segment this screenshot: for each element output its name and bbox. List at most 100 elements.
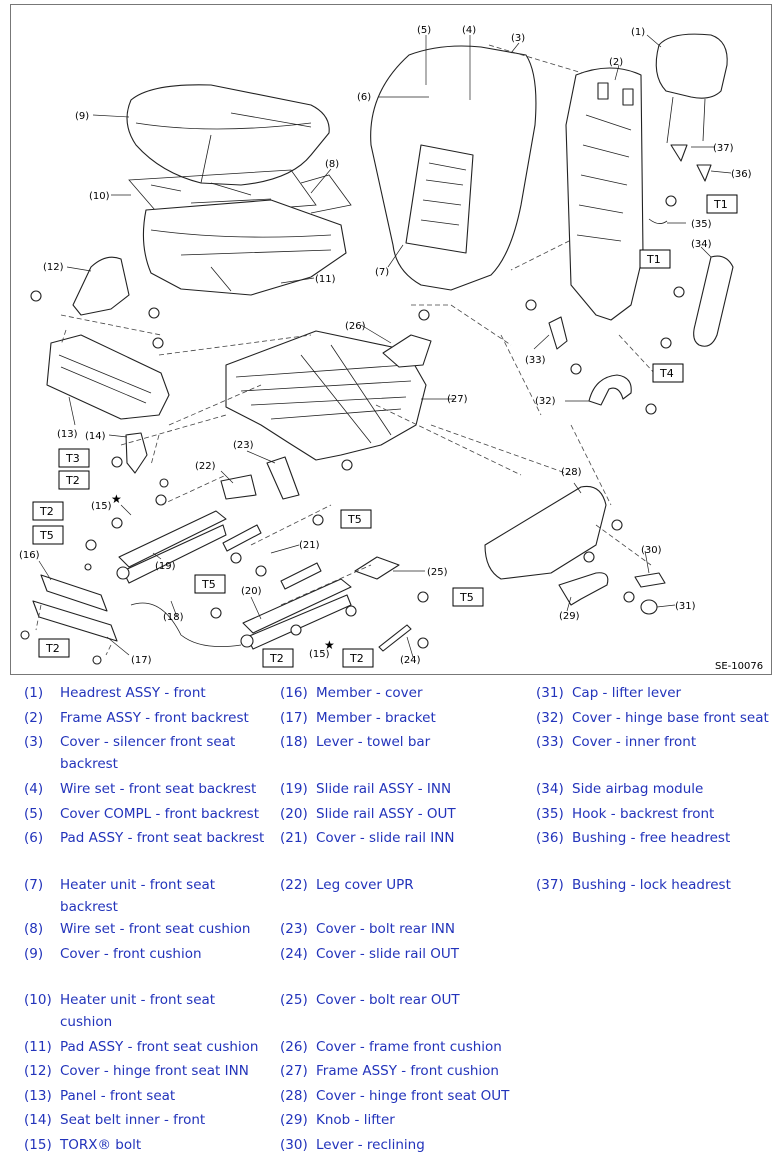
callout-24: (24) bbox=[400, 655, 421, 666]
legend-number: (30) bbox=[280, 1137, 308, 1153]
legend-number: (4) bbox=[24, 781, 44, 797]
torque-tag-t2-rail-out-a: T2 bbox=[262, 648, 294, 668]
backrest-pad-shape bbox=[370, 45, 537, 291]
towel-bar-lever-shape bbox=[130, 602, 242, 647]
inner-cover-shape bbox=[548, 316, 568, 350]
legend-part-name: Cover COMPL - front backrest bbox=[60, 806, 260, 822]
svg-text:T2: T2 bbox=[45, 642, 60, 655]
lifter-knob-shape bbox=[558, 572, 609, 606]
callout-33: (33) bbox=[525, 355, 546, 366]
legend-number: (7) bbox=[24, 877, 44, 893]
legend-number: (31) bbox=[536, 685, 564, 701]
legend-part-name: Cover - frame front cushion bbox=[316, 1039, 502, 1055]
star-marker-inn: ★ bbox=[111, 492, 122, 506]
callout-16: (16) bbox=[19, 550, 40, 561]
callout-23: (23) bbox=[233, 440, 254, 451]
legend-part-name: Cover - bolt rear INN bbox=[316, 921, 456, 937]
legend-number: (28) bbox=[280, 1088, 308, 1104]
legend-part-name: Heater unit - front seat backrest bbox=[60, 877, 216, 915]
legend-part-name: Cover - hinge front seat INN bbox=[60, 1063, 249, 1079]
callout-17: (17) bbox=[131, 655, 152, 666]
callout-21: (21) bbox=[299, 540, 320, 551]
legend-part-name: Knob - lifter bbox=[316, 1112, 395, 1128]
callout-20: (20) bbox=[241, 586, 262, 597]
slide-rail-inn-shape bbox=[116, 510, 227, 584]
callout-1: (1) bbox=[631, 27, 645, 38]
callout-13: (13) bbox=[57, 429, 78, 440]
cushion-frame-shape bbox=[225, 330, 427, 461]
callout-36: (36) bbox=[731, 169, 752, 180]
legend-part-name: Wire set - front seat backrest bbox=[60, 781, 257, 797]
legend-part-name: Frame ASSY - front backrest bbox=[60, 710, 249, 726]
legend-part-name: Slide rail ASSY - OUT bbox=[316, 806, 456, 822]
callout-27: (27) bbox=[447, 394, 468, 405]
callout-26: (26) bbox=[345, 321, 366, 332]
torque-tag-t1-lower: T1 bbox=[639, 249, 671, 269]
callout-30: (30) bbox=[641, 545, 662, 556]
svg-text:T2: T2 bbox=[65, 474, 80, 487]
torque-tag-t4: T4 bbox=[652, 363, 684, 383]
legend-part-name: Side airbag module bbox=[572, 781, 704, 797]
slide-rail-out-shape bbox=[240, 578, 352, 650]
callout-10: (10) bbox=[89, 191, 110, 202]
svg-text:T3: T3 bbox=[65, 452, 80, 465]
legend-part-name: Seat belt inner - front bbox=[60, 1112, 206, 1128]
legend-number: (17) bbox=[280, 710, 308, 726]
callout-28: (28) bbox=[561, 467, 582, 478]
torque-tag-t3: T3 bbox=[58, 448, 90, 468]
exploded-parts-diagram: (1) (2) (3) (4) (5) (6) (7) (8) (9) (10)… bbox=[10, 4, 772, 675]
legend-number: (3) bbox=[24, 734, 44, 750]
legend-part-name: Bushing - free headrest bbox=[572, 830, 731, 846]
svg-text:T1: T1 bbox=[646, 253, 661, 266]
callout-3: (3) bbox=[511, 33, 525, 44]
legend-part-name: Lever - reclining bbox=[316, 1137, 425, 1153]
callout-32: (32) bbox=[535, 396, 556, 407]
svg-text:T5: T5 bbox=[459, 591, 474, 604]
star-marker-out: ★ bbox=[324, 638, 335, 652]
legend-number: (35) bbox=[536, 806, 564, 822]
side-airbag-shape bbox=[693, 255, 734, 347]
hinge-base-cover-shape bbox=[588, 374, 632, 406]
backrest-frame-shape bbox=[565, 67, 644, 321]
legend-part-name: Heater unit - front seat cushion bbox=[60, 992, 216, 1030]
legend-number: (21) bbox=[280, 830, 308, 846]
svg-text:T2: T2 bbox=[39, 505, 54, 518]
legend-number: (22) bbox=[280, 877, 308, 893]
callout-15b: (15) bbox=[309, 649, 330, 660]
lifter-cap-shape bbox=[640, 599, 658, 615]
callout-34: (34) bbox=[691, 239, 712, 250]
frame-cover-shape bbox=[382, 334, 432, 368]
slide-rail-cover-out-shape bbox=[378, 624, 412, 652]
torque-tag-t2-belt: T2 bbox=[58, 470, 90, 490]
torque-tag-t5-bolt-rear: T5 bbox=[340, 509, 372, 529]
legend-number: (8) bbox=[24, 921, 44, 937]
legend-number: (29) bbox=[280, 1112, 308, 1128]
callout-9: (9) bbox=[75, 111, 89, 122]
callout-31: (31) bbox=[675, 601, 696, 612]
callout-25: (25) bbox=[427, 567, 448, 578]
legend-number: (13) bbox=[24, 1088, 52, 1104]
legend-part-name: Cover - slide rail INN bbox=[316, 830, 455, 846]
legend-part-name: Member - bracket bbox=[316, 710, 436, 726]
torque-tag-t2-rail-out-b: T2 bbox=[342, 648, 374, 668]
torque-tag-t5-cover-out: T5 bbox=[452, 587, 484, 607]
legend-part-name: Frame ASSY - front cushion bbox=[316, 1063, 499, 1079]
legend-part-name: Hook - backrest front bbox=[572, 806, 715, 822]
callout-19: (19) bbox=[155, 561, 176, 572]
callout-11: (11) bbox=[315, 274, 336, 285]
legend-number: (12) bbox=[24, 1063, 52, 1079]
svg-text:T5: T5 bbox=[201, 578, 216, 591]
legend-part-name: Pad ASSY - front seat backrest bbox=[60, 830, 265, 846]
svg-text:T1: T1 bbox=[713, 198, 728, 211]
member-cover-shape bbox=[40, 574, 108, 612]
legend-part-name: Slide rail ASSY - INN bbox=[316, 781, 452, 797]
torque-tag-t2-rail-inn: T2 bbox=[32, 501, 64, 521]
legend-number: (9) bbox=[24, 946, 44, 962]
seat-belt-shape bbox=[125, 432, 148, 474]
torque-tag-t5-rail-inn: T5 bbox=[32, 525, 64, 545]
seat-panel-shape bbox=[46, 334, 170, 420]
legend-part-name: Member - cover bbox=[316, 685, 423, 701]
svg-text:T5: T5 bbox=[39, 529, 54, 542]
legend-number: (32) bbox=[536, 710, 564, 726]
legend-part-name: Leg cover UPR bbox=[316, 877, 414, 893]
